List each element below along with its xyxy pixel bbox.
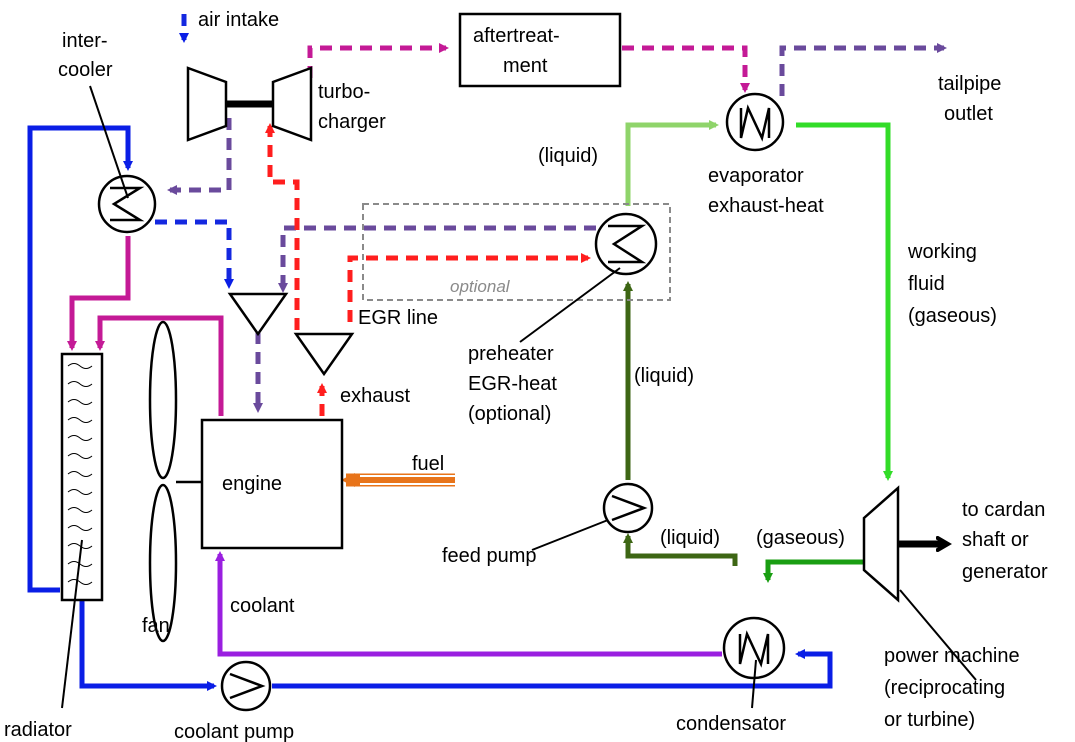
fan-label: fan (142, 615, 170, 637)
liquid-label-bottom: (liquid) (660, 527, 720, 549)
radiator (60, 352, 104, 602)
power-machine-label-3: or turbine) (884, 709, 975, 731)
preheater-label-3: (optional) (468, 403, 551, 425)
engine-block (200, 418, 344, 550)
heat-exchanger-icon (97, 174, 157, 234)
working-fluid-lines (215, 120, 893, 657)
preheater-label-2: EGR-heat (468, 373, 557, 395)
radiator-label: radiator (4, 719, 72, 741)
heat-exchanger-icon (722, 616, 786, 680)
intercooler-label: inter- (62, 30, 108, 52)
working-fluid-label-3: (gaseous) (908, 305, 997, 327)
aftertreatment-label: aftertreat- (473, 25, 560, 47)
fuel-label: fuel (412, 453, 444, 475)
optional-label: optional (450, 277, 511, 296)
egr-line-label: EGR line (358, 307, 438, 329)
condensator-label: condensator (676, 713, 786, 735)
heat-exchanger-icon (725, 92, 785, 152)
tailpipe-label-2: outlet (944, 103, 993, 125)
working-fluid-label: working (907, 241, 977, 263)
feed-pump-label: feed pump (442, 545, 537, 567)
aftertreatment-box (458, 12, 622, 88)
valve-icon (227, 292, 355, 377)
pump-icon (220, 660, 272, 712)
heat-exchanger-icon (594, 212, 658, 276)
egr-red-lines (265, 123, 591, 416)
preheater-label: preheater (468, 343, 554, 365)
to-cardan-label-2: shaft or (962, 529, 1029, 551)
coolant-loop (27, 125, 833, 691)
optional-box (362, 203, 671, 301)
engine-label: engine (222, 473, 282, 495)
pump-icon (602, 482, 654, 534)
air-intake-label: air intake (198, 9, 279, 31)
intercooler-label-2: cooler (58, 59, 113, 81)
exhaust-purple-lines (167, 43, 947, 413)
coolant-label: coolant (230, 595, 295, 617)
to-cardan-label: to cardan (962, 499, 1045, 521)
coolant-pump-label: coolant pump (174, 721, 294, 742)
fuel-line (341, 473, 455, 487)
working-fluid-label-2: fluid (908, 273, 945, 295)
turbocharger-label: turbo- (318, 81, 370, 103)
gaseous-label-bottom: (gaseous) (756, 527, 845, 549)
liquid-label-mid: (liquid) (634, 365, 694, 387)
power-machine-label-2: (reciprocating (884, 677, 1005, 699)
to-cardan-label-3: generator (962, 561, 1048, 583)
leader-lines (61, 85, 977, 709)
turbocharger-icon (186, 66, 313, 142)
fan-icon (148, 320, 202, 643)
turbocharger-label-2: charger (318, 111, 386, 133)
aftertreatment-label-2: ment (503, 55, 548, 77)
evaporator-label-2: exhaust-heat (708, 195, 824, 217)
liquid-label-top: (liquid) (538, 145, 598, 167)
exhaust-label: exhaust (340, 385, 410, 407)
evaporator-label: evaporator (708, 165, 804, 187)
charge-air-line (155, 14, 234, 289)
tailpipe-label: tailpipe (938, 73, 1001, 95)
power-machine-label: power machine (884, 645, 1020, 667)
expander-icon (862, 485, 900, 603)
